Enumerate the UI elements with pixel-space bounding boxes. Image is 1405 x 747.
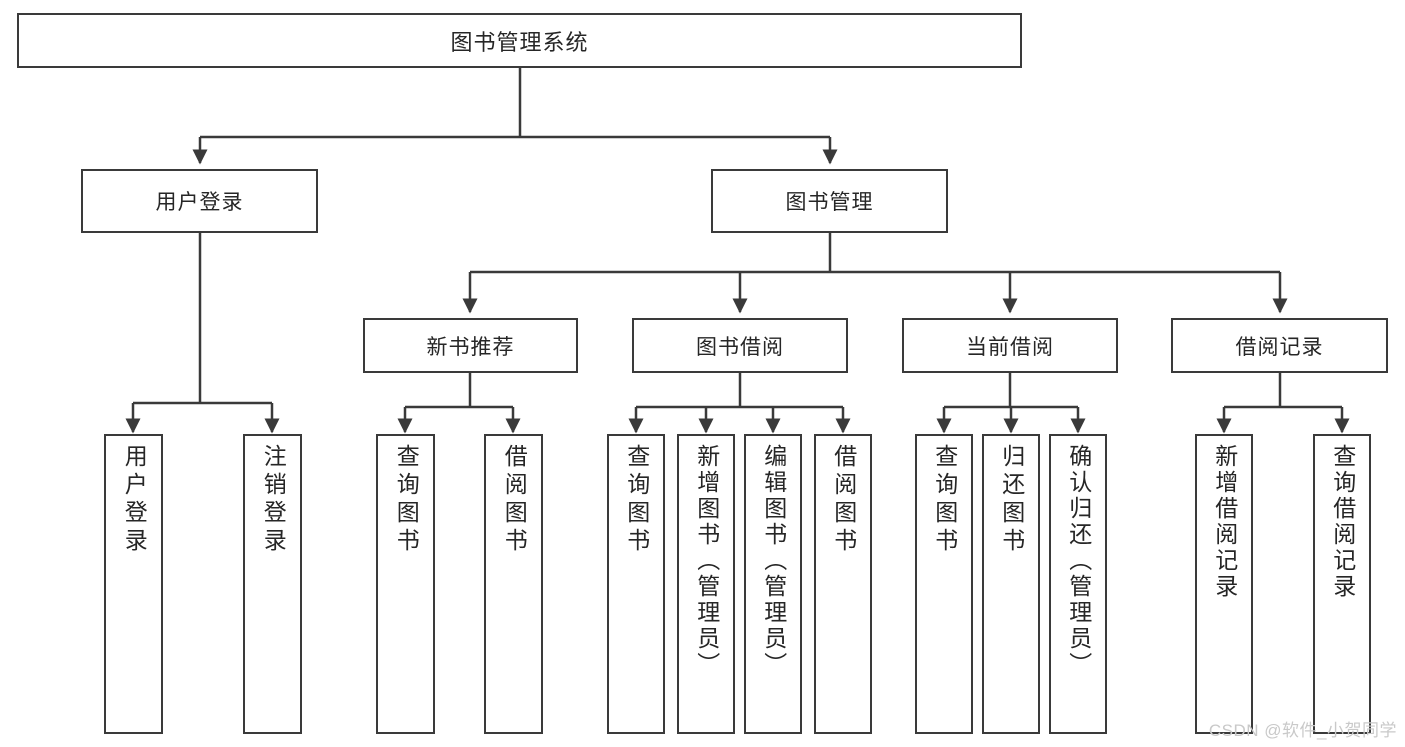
node-new-book-recommend[interactable]: 新书推荐: [363, 318, 578, 373]
leaf-book-borrow-add[interactable]: 新增图书（管理员）: [677, 434, 735, 734]
leaf-book-borrow-edit[interactable]: 编辑图书（管理员）: [744, 434, 802, 734]
node-book-management[interactable]: 图书管理: [711, 169, 948, 233]
node-root-book-management-system[interactable]: 图书管理系统: [17, 13, 1022, 68]
node-label: 新书推荐: [426, 335, 515, 359]
node-label: 注销登录: [260, 444, 287, 556]
leaf-current-borrow-return[interactable]: 归还图书: [982, 434, 1040, 734]
node-label: 查询图书: [393, 444, 420, 556]
leaf-user-login-logout[interactable]: 注销登录: [243, 434, 302, 734]
node-label: 借阅图书: [830, 444, 857, 556]
leaf-borrow-record-add[interactable]: 新增借阅记录: [1195, 434, 1253, 734]
leaf-book-borrow-query[interactable]: 查询图书: [607, 434, 665, 734]
node-label: 用户登录: [155, 191, 244, 214]
node-label: 借阅记录: [1235, 335, 1324, 359]
node-label: 归还图书: [998, 444, 1025, 556]
node-label: 编辑图书（管理员）: [760, 444, 787, 678]
node-label: 图书管理: [785, 191, 874, 214]
node-label: 查询图书: [623, 444, 650, 556]
node-label: 查询借阅记录: [1329, 444, 1356, 600]
node-user-login[interactable]: 用户登录: [81, 169, 318, 233]
leaf-user-login-login[interactable]: 用户登录: [104, 434, 163, 734]
node-label: 新增图书（管理员）: [693, 444, 720, 678]
node-label: 用户登录: [121, 444, 148, 556]
node-label: 图书管理系统: [450, 29, 589, 55]
leaf-new-book-borrow[interactable]: 借阅图书: [484, 434, 543, 734]
leaf-current-borrow-confirm-return[interactable]: 确认归还（管理员）: [1049, 434, 1107, 734]
node-current-borrow[interactable]: 当前借阅: [902, 318, 1118, 373]
node-label: 新增借阅记录: [1211, 444, 1238, 600]
leaf-borrow-record-query[interactable]: 查询借阅记录: [1313, 434, 1371, 734]
node-label: 查询图书: [931, 444, 958, 556]
node-label: 借阅图书: [501, 444, 528, 556]
node-label: 图书借阅: [696, 335, 784, 359]
leaf-current-borrow-query[interactable]: 查询图书: [915, 434, 973, 734]
node-label: 确认归还（管理员）: [1065, 444, 1092, 678]
leaf-new-book-query[interactable]: 查询图书: [376, 434, 435, 734]
node-borrow-record[interactable]: 借阅记录: [1171, 318, 1388, 373]
node-label: 当前借阅: [966, 335, 1054, 359]
leaf-book-borrow-borrow[interactable]: 借阅图书: [814, 434, 872, 734]
watermark: CSDN @软件_小贺同学: [1208, 721, 1397, 740]
node-book-borrow[interactable]: 图书借阅: [632, 318, 848, 373]
